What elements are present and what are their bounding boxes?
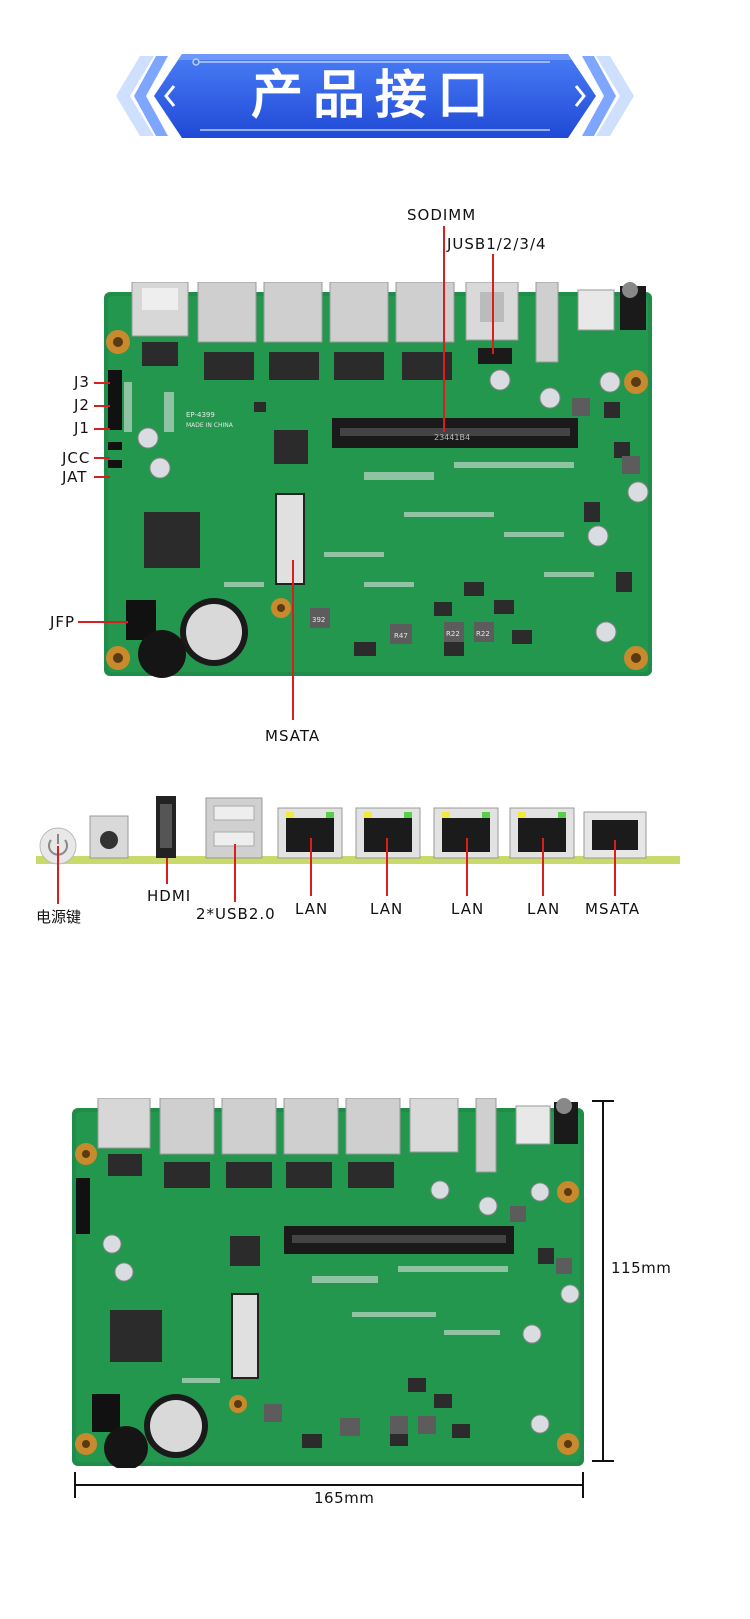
leader-lan1: [310, 838, 312, 896]
c392-silk: 392: [312, 616, 325, 624]
label-power: 电源键: [36, 908, 82, 926]
r22b-silk: R22: [476, 630, 490, 638]
label-jcc: JCC: [62, 449, 91, 467]
leader-msata-top: [292, 560, 294, 720]
io-panel: [30, 790, 720, 870]
leader-hdmi: [166, 858, 168, 884]
label-jfp: JFP: [50, 613, 76, 631]
label-msata-io: MSATA: [585, 900, 641, 918]
label-sodimm: SODIMM: [407, 206, 477, 224]
model-silk: EP-4399: [186, 411, 215, 419]
label-jusb: JUSB1/2/3/4: [447, 235, 547, 253]
r47-silk: R47: [394, 632, 408, 640]
label-j1: J1: [74, 419, 90, 437]
leader-jat: [94, 476, 110, 478]
label-lan4: LAN: [527, 900, 561, 918]
slot-code: 23441B4: [434, 433, 470, 442]
label-jat: JAT: [62, 468, 88, 486]
dimension-height-line: [588, 1100, 618, 1462]
label-j3: J3: [74, 373, 90, 391]
label-hdmi: HDMI: [147, 887, 192, 905]
leader-j1: [94, 428, 110, 430]
label-width: 165mm: [314, 1489, 375, 1507]
motherboard-dimension-view: [72, 1098, 584, 1468]
leader-msata-io: [614, 840, 616, 896]
label-j2: J2: [74, 396, 90, 414]
label-msata-top: MSATA: [265, 727, 321, 745]
leader-jusb: [492, 254, 494, 354]
leader-lan4: [542, 838, 544, 896]
title-banner: 产品接口: [110, 50, 640, 142]
dimension-width-line: [74, 1470, 584, 1500]
r22a-silk: R22: [446, 630, 460, 638]
leader-jfp: [78, 621, 128, 623]
leader-lan3: [466, 838, 468, 896]
page-title: 产品接口: [250, 66, 499, 126]
label-lan1: LAN: [295, 900, 329, 918]
leader-jcc: [94, 457, 110, 459]
motherboard-top-view: 23441B4 EP-4399 MADE IN CHINA R47 R22 R2…: [104, 282, 652, 678]
leader-j3: [94, 382, 110, 384]
label-lan2: LAN: [370, 900, 404, 918]
leader-j2: [94, 405, 110, 407]
label-height: 115mm: [611, 1259, 672, 1277]
leader-usb: [234, 844, 236, 902]
leader-power: [57, 846, 59, 904]
made-in-silk: MADE IN CHINA: [186, 422, 234, 429]
label-lan3: LAN: [451, 900, 485, 918]
leader-lan2: [386, 838, 388, 896]
leader-sodimm: [443, 226, 445, 432]
label-usb: 2*USB2.0: [196, 905, 276, 923]
